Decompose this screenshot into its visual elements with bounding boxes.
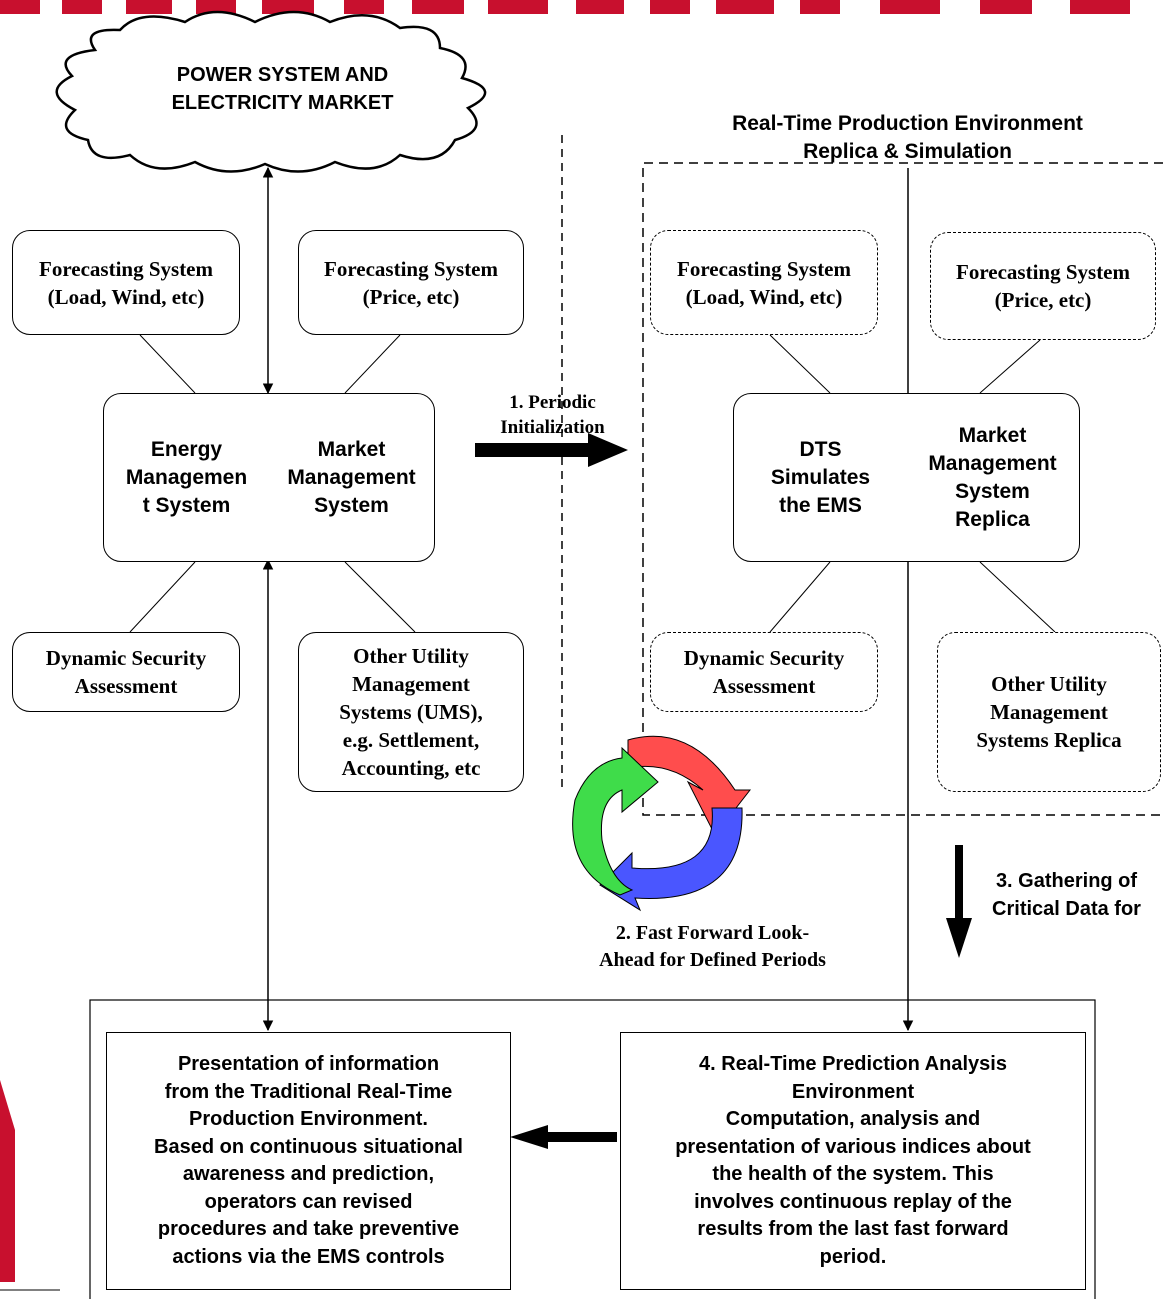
analysis-line-5: the health of the system. This: [712, 1163, 994, 1185]
dts-line-1: DTS: [799, 437, 842, 461]
dsa-title: Dynamic Security: [45, 646, 207, 670]
ums-line-2: Management: [352, 672, 470, 696]
analysis-line-8: period.: [819, 1245, 887, 1268]
right-forecast-load-box: Forecasting System (Load, Wind, etc): [650, 230, 878, 335]
top-decoration-band: [0, 0, 1130, 14]
presentation-line-2: from the Traditional Real-Time: [164, 1080, 453, 1103]
ums-line-3: Systems (UMS),: [339, 700, 483, 724]
analysis-line-3: Computation, analysis and: [725, 1108, 981, 1130]
periodic-init-arrow: [475, 433, 628, 467]
left-dsa-box: Dynamic Security Assessment: [12, 632, 240, 712]
replica-dsa-title: Dynamic Security: [683, 646, 845, 670]
mms-replica-line-4: Replica: [955, 507, 1030, 531]
step2-label: 2. Fast Forward Look- Ahead for Defined …: [545, 920, 880, 974]
presentation-line-7: procedures and take preventive: [157, 1218, 460, 1240]
replica-title-line-1: Real-Time Production Environment: [732, 112, 1083, 135]
ems-line-1: Energy: [150, 437, 223, 461]
analysis-box: 4. Real-Time Prediction Analysis Environ…: [620, 1032, 1086, 1290]
mms-replica-label: Market Management System Replica: [907, 394, 1079, 561]
side-decoration-shape: [0, 1080, 15, 1282]
step3-line-2: Critical Data for: [992, 898, 1141, 920]
forecast-load-subtitle: (Load, Wind, etc): [47, 284, 205, 309]
mms-replica-line-3: System: [955, 479, 1030, 503]
ums-line-5: Accounting, etc: [341, 756, 481, 780]
forecast-price-title: Forecasting System: [324, 256, 498, 281]
ums-replica-line-2: Management: [990, 700, 1108, 724]
cycle-arrows-icon: [572, 735, 752, 912]
ems-line-3: t System: [142, 493, 231, 517]
mms-replica-line-1: Market: [958, 423, 1027, 447]
presentation-line-4: Based on continuous situational: [154, 1135, 463, 1158]
ums-line-4: e.g. Settlement,: [342, 728, 480, 752]
ems-line-2: Managemen: [125, 465, 248, 489]
analysis-line-4: presentation of various indices about: [675, 1135, 1031, 1158]
ums-replica-line-1: Other Utility: [991, 672, 1107, 696]
ums-line-1: Other Utility: [353, 644, 469, 668]
dsa-subtitle: Assessment: [74, 674, 178, 698]
dts-label: DTS Simulates the EMS: [735, 394, 907, 561]
mms-line-1: Market: [317, 437, 386, 461]
presentation-line-5: awareness and prediction,: [182, 1163, 435, 1185]
presentation-line-1: Presentation of information: [177, 1053, 440, 1075]
replica-forecast-load-title: Forecasting System: [677, 256, 851, 281]
right-forecast-price-box: Forecasting System (Price, etc): [930, 232, 1156, 340]
presentation-line-3: Production Environment.: [189, 1108, 428, 1130]
analysis-line-7: results from the last fast forward: [697, 1218, 1009, 1240]
analysis-line-2: Environment: [791, 1080, 915, 1103]
dts-mms-replica-box: DTS Simulates the EMS Market Management …: [733, 393, 1080, 562]
cloud-shape: [55, 10, 487, 173]
step3-line-1: 3. Gathering of: [995, 870, 1138, 892]
mms-replica-line-2: Management: [928, 451, 1057, 475]
dts-line-3: the EMS: [779, 493, 862, 517]
presentation-box: Presentation of information from the Tra…: [106, 1032, 511, 1290]
step2-line-1: 2. Fast Forward Look-: [615, 922, 810, 944]
ums-replica-line-3: Systems Replica: [976, 728, 1122, 752]
replica-dsa-subtitle: Assessment: [712, 674, 816, 698]
mms-line-2: Management: [287, 465, 416, 489]
presentation-line-6: operators can revised: [204, 1190, 413, 1213]
replica-forecast-price-title: Forecasting System: [956, 260, 1130, 284]
presentation-line-8: actions via the EMS controls: [172, 1245, 445, 1268]
cloud-power-system: POWER SYSTEM AND ELECTRICITY MARKET: [120, 58, 445, 120]
step1-line-1: 1. Periodic: [509, 392, 596, 413]
replica-title-line-2: Replica & Simulation: [803, 140, 1012, 163]
step1-label: 1. Periodic Initialization: [470, 390, 635, 440]
forecast-price-subtitle: (Price, etc): [362, 284, 460, 309]
dts-line-2: Simulates: [770, 465, 871, 489]
left-ums-box: Other Utility Management Systems (UMS), …: [298, 632, 524, 792]
gathering-arrow: [946, 845, 972, 958]
replica-title: Real-Time Production Environment Replica…: [690, 110, 1125, 166]
right-ums-replica-box: Other Utility Management Systems Replica: [937, 632, 1161, 792]
analysis-line-1: 4. Real-Time Prediction Analysis: [699, 1053, 1007, 1075]
step3-label: 3. Gathering of Critical Data for: [970, 867, 1163, 923]
forecast-load-title: Forecasting System: [39, 256, 213, 281]
replica-forecast-load-subtitle: (Load, Wind, etc): [685, 284, 843, 309]
ems-label: Energy Managemen t System: [104, 394, 269, 561]
step1-line-2: Initialization: [500, 417, 605, 438]
step2-line-2: Ahead for Defined Periods: [599, 949, 826, 971]
mms-line-3: System: [314, 493, 389, 517]
analysis-to-presentation-arrow: [510, 1125, 617, 1149]
left-forecast-price-box: Forecasting System (Price, etc): [298, 230, 524, 335]
cloud-line-2: ELECTRICITY MARKET: [171, 92, 394, 114]
analysis-line-6: involves continuous replay of the: [694, 1190, 1012, 1213]
right-dsa-box: Dynamic Security Assessment: [650, 632, 878, 712]
ems-mms-box: Energy Managemen t System Market Managem…: [103, 393, 435, 562]
replica-forecast-price-subtitle: (Price, etc): [994, 288, 1092, 312]
cloud-line-1: POWER SYSTEM AND: [176, 64, 389, 86]
left-forecast-load-box: Forecasting System (Load, Wind, etc): [12, 230, 240, 335]
mms-label: Market Management System: [269, 394, 434, 561]
